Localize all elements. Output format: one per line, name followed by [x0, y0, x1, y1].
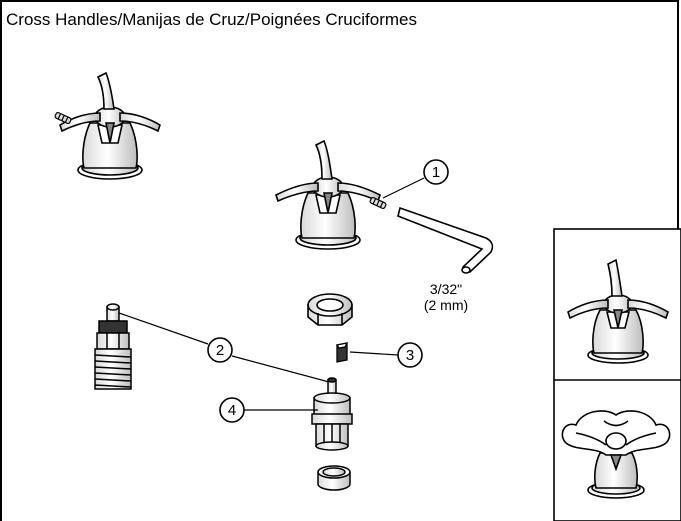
cartridge: [311, 377, 353, 451]
retaining-clip: [335, 342, 349, 363]
variant-cross-handle: [567, 258, 669, 364]
set-screw-center: [369, 196, 387, 210]
cross-handle-exploded: [275, 139, 381, 250]
valve-stem-left: [94, 303, 132, 390]
hex-key-size-mm: (2 mm): [423, 297, 469, 313]
hex-key: [397, 206, 494, 274]
callout-label-4: 4: [228, 402, 236, 419]
seal-ring: [317, 465, 351, 491]
variant-porcelain-cross-handle: [561, 410, 671, 499]
set-screw-left: [54, 111, 72, 125]
bonnet-nut: [307, 293, 353, 326]
callout-label-1: 1: [432, 164, 440, 181]
callout-1: 1: [382, 159, 449, 199]
callout-3: 3: [349, 342, 423, 368]
callout-label-2: 2: [216, 342, 224, 359]
callout-2: 2: [118, 312, 330, 383]
callout-4: 4: [219, 397, 318, 423]
hex-key-size-label: 3/32" (2 mm): [416, 281, 476, 313]
callout-label-3: 3: [406, 347, 414, 364]
page-title: Cross Handles/Manijas de Cruz/Poignées C…: [6, 10, 417, 29]
hex-key-size-inch: 3/32": [429, 281, 463, 297]
cross-handle-assembled: [59, 71, 161, 180]
